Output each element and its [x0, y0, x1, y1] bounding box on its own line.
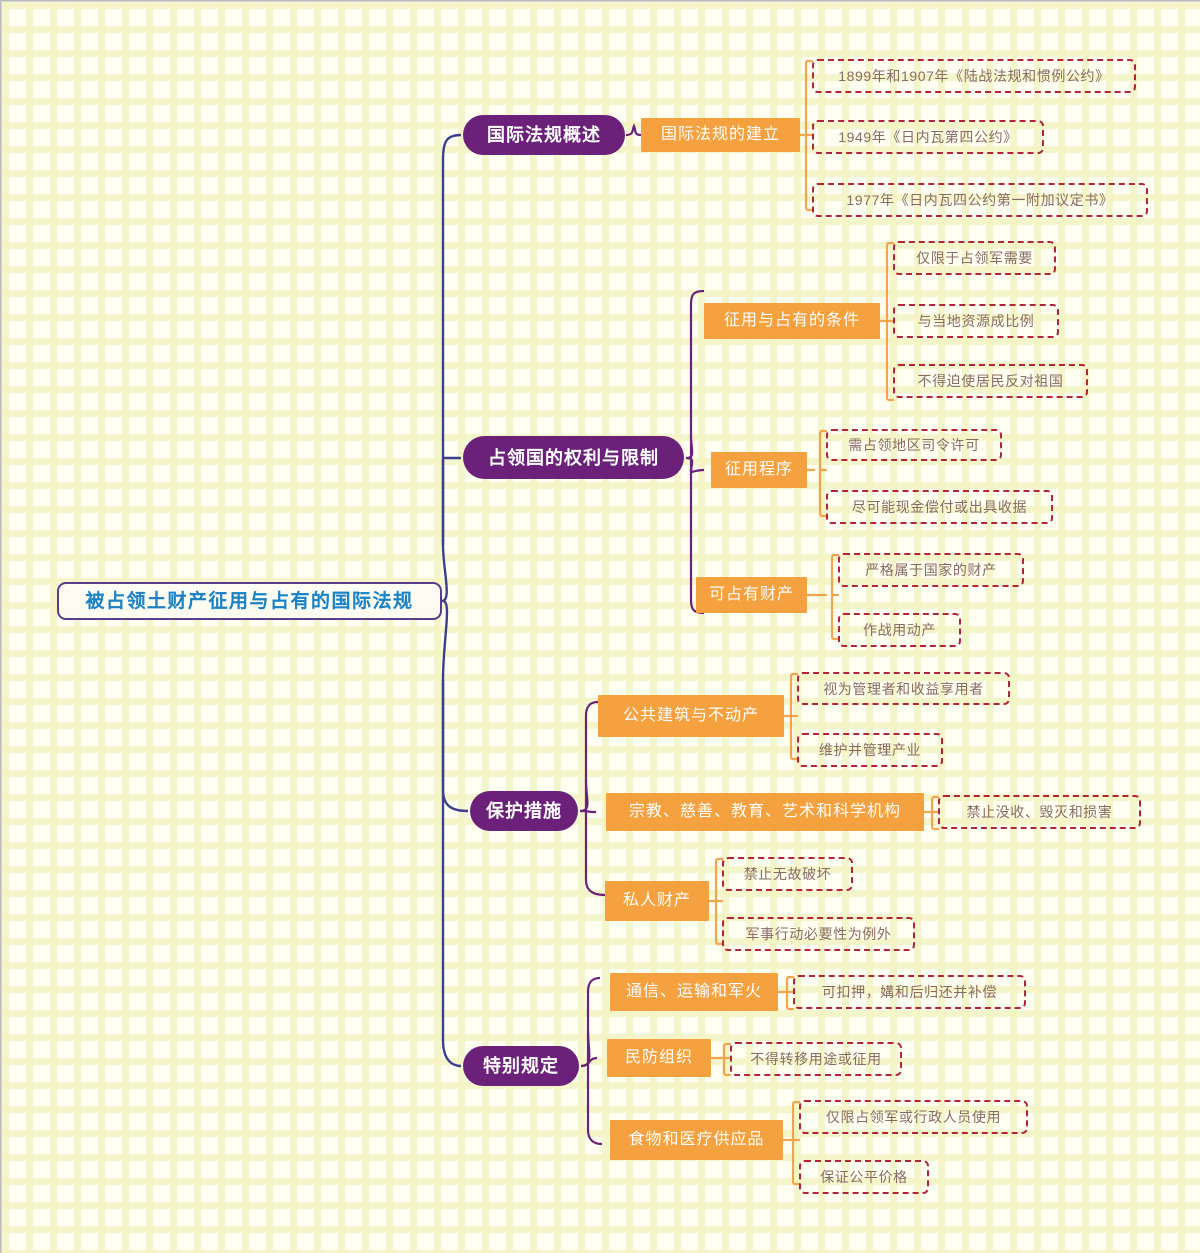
leaf-label: 禁止无故破坏 — [743, 866, 832, 882]
branch-node-2-label: 占领国的权利与限制 — [488, 447, 659, 468]
leaf-label: 仅限于占领军需要 — [916, 250, 1033, 266]
leaf-label: 可扣押，媾和后归还并补偿 — [821, 984, 998, 1000]
leaf-node[interactable]: 仅限于占领军需要 — [893, 241, 1056, 275]
branch-node-1[interactable]: 国际法规概述 — [463, 115, 625, 155]
root-node-label: 被占领土财产征用与占有的国际法规 — [85, 590, 414, 612]
leaf-node[interactable]: 不得迫使居民反对祖国 — [893, 364, 1088, 398]
leaf-label: 需占领地区司令许可 — [848, 437, 980, 453]
subnode-3-1-label: 公共建筑与不动产 — [622, 707, 759, 724]
branch-node-4-label: 特别规定 — [483, 1056, 559, 1076]
leaf-node[interactable]: 作战用动产 — [838, 613, 961, 647]
leaf-node[interactable]: 可扣押，媾和后归还并补偿 — [793, 975, 1026, 1009]
subnode-2-2[interactable]: 征用程序 — [711, 452, 807, 488]
leaf-node[interactable]: 1899年和1907年《陆战法规和惯例公约》 — [812, 59, 1136, 93]
leaf-label: 仅限占领军或行政人员使用 — [825, 1109, 1002, 1125]
leaf-node[interactable]: 1977年《日内瓦四公约第一附加议定书》 — [812, 183, 1148, 217]
leaf-label: 军事行动必要性为例外 — [745, 926, 892, 942]
leaf-label: 维护并管理产业 — [818, 742, 922, 758]
leaf-label: 视为管理者和收益享用者 — [823, 680, 984, 697]
subnode-2-3-label: 可占有财产 — [708, 586, 794, 603]
leaf-node[interactable]: 不得转移用途或征用 — [730, 1042, 902, 1076]
leaf-label: 1899年和1907年《陆战法规和惯例公约》 — [838, 68, 1110, 84]
subnode-3-3-label: 私人财产 — [622, 892, 691, 909]
subnode-4-1[interactable]: 通信、运输和军火 — [610, 973, 778, 1011]
subnode-4-3[interactable]: 食物和医疗供应品 — [610, 1120, 783, 1160]
spine-connectors — [441, 133, 469, 1068]
subnode-3-3[interactable]: 私人财产 — [605, 881, 709, 921]
subnode-4-2-label: 民防组织 — [624, 1049, 693, 1066]
leaf-node[interactable]: 1949年《日内瓦第四公约》 — [812, 120, 1044, 154]
subnode-3-2[interactable]: 宗教、慈善、教育、艺术和科学机构 — [606, 793, 924, 831]
leaf-node[interactable]: 仅限占领军或行政人员使用 — [799, 1100, 1028, 1134]
subnode-1-1-label: 国际法规的建立 — [660, 126, 780, 143]
leaf-label: 与当地资源成比例 — [917, 313, 1035, 329]
leaf-node[interactable]: 维护并管理产业 — [797, 733, 943, 767]
subnode-4-3-label: 食物和医疗供应品 — [628, 1131, 765, 1148]
leaf-label: 禁止没收、毁灭和损害 — [966, 804, 1113, 820]
branch-node-3-label: 保护措施 — [486, 801, 562, 821]
root-node[interactable]: 被占领土财产征用与占有的国际法规 — [57, 582, 442, 620]
leaf-node[interactable]: 军事行动必要性为例外 — [722, 917, 915, 951]
leaf-label: 不得转移用途或征用 — [750, 1051, 882, 1067]
subnode-4-2[interactable]: 民防组织 — [607, 1039, 711, 1077]
leaf-label: 尽可能现金偿付或出具收据 — [851, 499, 1028, 515]
subnode-2-1-label: 征用与占有的条件 — [723, 312, 860, 329]
subnode-2-1[interactable]: 征用与占有的条件 — [704, 303, 880, 339]
subnode-1-1[interactable]: 国际法规的建立 — [641, 118, 800, 152]
leaf-node[interactable]: 禁止无故破坏 — [722, 857, 853, 891]
leaf-node[interactable]: 严格属于国家的财产 — [838, 553, 1024, 587]
leaf-label: 1949年《日内瓦第四公约》 — [838, 129, 1018, 145]
leaf-node[interactable]: 视为管理者和收益享用者 — [797, 672, 1010, 705]
branch-node-1-label: 国际法规概述 — [487, 125, 601, 145]
leaf-label: 作战用动产 — [863, 622, 936, 638]
leaf-node[interactable]: 与当地资源成比例 — [893, 304, 1059, 338]
leaf-label: 不得迫使居民反对祖国 — [917, 373, 1064, 389]
leaf-node[interactable]: 保证公平价格 — [799, 1160, 929, 1194]
branch-node-2[interactable]: 占领国的权利与限制 — [463, 436, 684, 479]
leaf-node[interactable]: 禁止没收、毁灭和损害 — [938, 795, 1141, 829]
subnode-2-3[interactable]: 可占有财产 — [696, 577, 807, 613]
branch-node-3[interactable]: 保护措施 — [470, 791, 578, 831]
leaf-node[interactable]: 尽可能现金偿付或出具收据 — [826, 490, 1053, 524]
leaf-label: 严格属于国家的财产 — [865, 562, 997, 578]
subnode-2-2-label: 征用程序 — [724, 461, 793, 478]
subnode-3-2-label: 宗教、慈善、教育、艺术和科学机构 — [628, 803, 901, 820]
leaf-label: 1977年《日内瓦四公约第一附加议定书》 — [846, 192, 1114, 208]
leaf-node[interactable]: 需占领地区司令许可 — [826, 429, 1002, 461]
leaf-label: 保证公平价格 — [820, 1169, 908, 1185]
branch-node-4[interactable]: 特别规定 — [463, 1046, 579, 1086]
subnode-4-1-label: 通信、运输和军火 — [625, 983, 762, 1000]
subnode-3-1[interactable]: 公共建筑与不动产 — [598, 695, 784, 737]
